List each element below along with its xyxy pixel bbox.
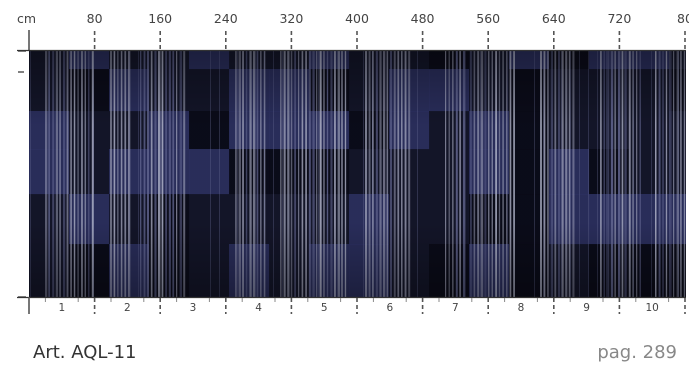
top-tick-label: 480	[411, 11, 435, 26]
segment-label: 9	[583, 302, 590, 314]
scale-unit-label: cm	[17, 11, 36, 26]
segment-label: 7	[452, 302, 459, 314]
top-tick-label: 320	[279, 11, 303, 26]
top-tick-label: 400	[345, 11, 369, 26]
segment-label: 10	[646, 302, 659, 314]
segment-label: 2	[124, 302, 131, 314]
bottom-ruler: 1 2 3 4 5 6 7 8 9 10	[28, 297, 686, 314]
top-tick-label: 720	[607, 11, 631, 26]
top-tick-label: 80	[87, 11, 103, 26]
top-tick-label: 80	[677, 11, 689, 26]
page-number: pag. 289	[597, 342, 677, 363]
fabric-swatch	[29, 51, 686, 297]
top-ruler: 80 160 240 320 400 480 560 640 720 80	[28, 11, 689, 51]
article-code: Art. AQL-11	[33, 342, 137, 363]
segment-label: 5	[321, 302, 328, 314]
segment-label: 4	[255, 302, 262, 314]
segment-label: 3	[190, 302, 197, 314]
top-tick-label: 160	[148, 11, 172, 26]
top-tick-label: 560	[476, 11, 500, 26]
segment-label: 1	[58, 302, 65, 314]
top-tick-label: 240	[214, 11, 238, 26]
segment-label: 8	[518, 302, 525, 314]
top-tick-label: 640	[542, 11, 566, 26]
segment-label: 6	[386, 302, 393, 314]
